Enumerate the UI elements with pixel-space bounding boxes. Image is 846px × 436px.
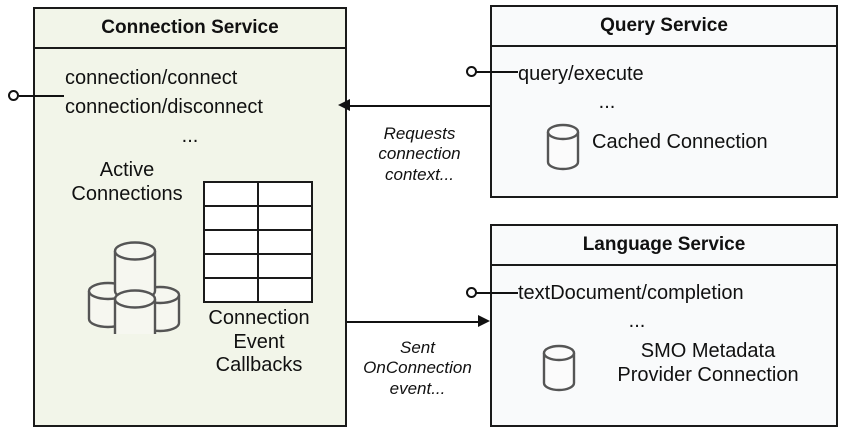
table-cell	[257, 277, 313, 303]
operation-query-execute[interactable]: query/execute	[518, 63, 644, 85]
table-cell	[257, 181, 313, 207]
connection-event-callbacks-label-line-2: Event	[233, 330, 285, 353]
language-service-body: textDocument/completion ... SMO Metadata…	[492, 266, 836, 427]
query-service-ellipsis: ...	[598, 91, 616, 113]
language-service-interface-stem	[476, 292, 518, 294]
active-connections-label: Active Connections	[47, 159, 207, 206]
table-row	[203, 277, 313, 303]
table-cell	[257, 229, 313, 255]
query-service-title: Query Service	[492, 7, 836, 47]
active-connections-label-line-2: Connections	[71, 182, 183, 205]
smo-metadata-label-line-1: SMO Metadata	[640, 340, 776, 362]
edge-connection-to-language-line	[347, 321, 479, 323]
database-cylinder-icon	[542, 121, 584, 178]
table-cell	[257, 253, 313, 279]
edge-label-line-1: Requests	[383, 124, 456, 143]
table-cell	[257, 205, 313, 231]
component-connection-service[interactable]: Connection Service connection/connect co…	[33, 7, 347, 427]
connection-service-interface-stem	[19, 95, 64, 97]
edge-label-line-2: OnConnection	[363, 358, 472, 378]
edge-query-to-connection-arrowhead-icon	[338, 99, 350, 111]
connection-service-ellipsis: ...	[181, 125, 199, 147]
table-row	[203, 229, 313, 255]
edge-query-to-connection-label: Requests connection context...	[352, 124, 487, 185]
language-service-title: Language Service	[492, 226, 836, 266]
edge-label-line-2: connection	[378, 144, 461, 164]
table-cell	[203, 205, 259, 231]
query-service-body: query/execute ... Cached Connection	[492, 47, 836, 198]
connection-service-provided-interface-lollipop-icon[interactable]	[8, 90, 19, 101]
edge-label-line-3: context...	[385, 164, 454, 184]
table-grid-icon	[203, 181, 313, 303]
component-language-service[interactable]: Language Service textDocument/completion…	[490, 224, 838, 427]
operation-connection-disconnect[interactable]: connection/disconnect	[65, 96, 263, 118]
query-service-provided-interface-lollipop-icon[interactable]	[466, 66, 477, 77]
smo-metadata-label-line-2: Provider Connection	[617, 363, 799, 386]
operation-textdocument-completion[interactable]: textDocument/completion	[518, 282, 744, 304]
edge-connection-to-language-label: Sent OnConnection event...	[350, 338, 485, 399]
table-row	[203, 205, 313, 231]
table-row	[203, 181, 313, 207]
edge-label-line-1: Sent	[400, 338, 435, 357]
connection-event-callbacks-label: Connection Event Callbacks	[183, 307, 335, 378]
table-row	[203, 253, 313, 279]
component-query-service[interactable]: Query Service query/execute ... Cached C…	[490, 5, 838, 198]
smo-metadata-provider-connection-label: SMO Metadata Provider Connection	[588, 340, 828, 387]
connection-service-title: Connection Service	[35, 9, 345, 49]
table-cell	[203, 229, 259, 255]
database-cluster-icon	[53, 219, 198, 349]
cached-connection-label: Cached Connection	[592, 131, 768, 153]
edge-query-to-connection-line	[349, 105, 490, 107]
active-connections-label-line-1: Active	[99, 159, 155, 181]
edge-connection-to-language-arrowhead-icon	[478, 315, 490, 327]
language-service-ellipsis: ...	[628, 310, 646, 332]
connection-service-body: connection/connect connection/disconnect…	[35, 49, 345, 427]
query-service-interface-stem	[476, 71, 518, 73]
edge-label-line-3: event...	[389, 378, 446, 398]
table-cell	[203, 181, 259, 207]
table-cell	[203, 253, 259, 279]
language-service-provided-interface-lollipop-icon[interactable]	[466, 287, 477, 298]
database-cylinder-icon	[538, 342, 580, 399]
connection-event-callbacks-label-line-3: Callbacks	[215, 354, 303, 377]
operation-connection-connect[interactable]: connection/connect	[65, 67, 238, 89]
connection-event-callbacks-label-line-1: Connection	[208, 307, 310, 329]
table-cell	[203, 277, 259, 303]
